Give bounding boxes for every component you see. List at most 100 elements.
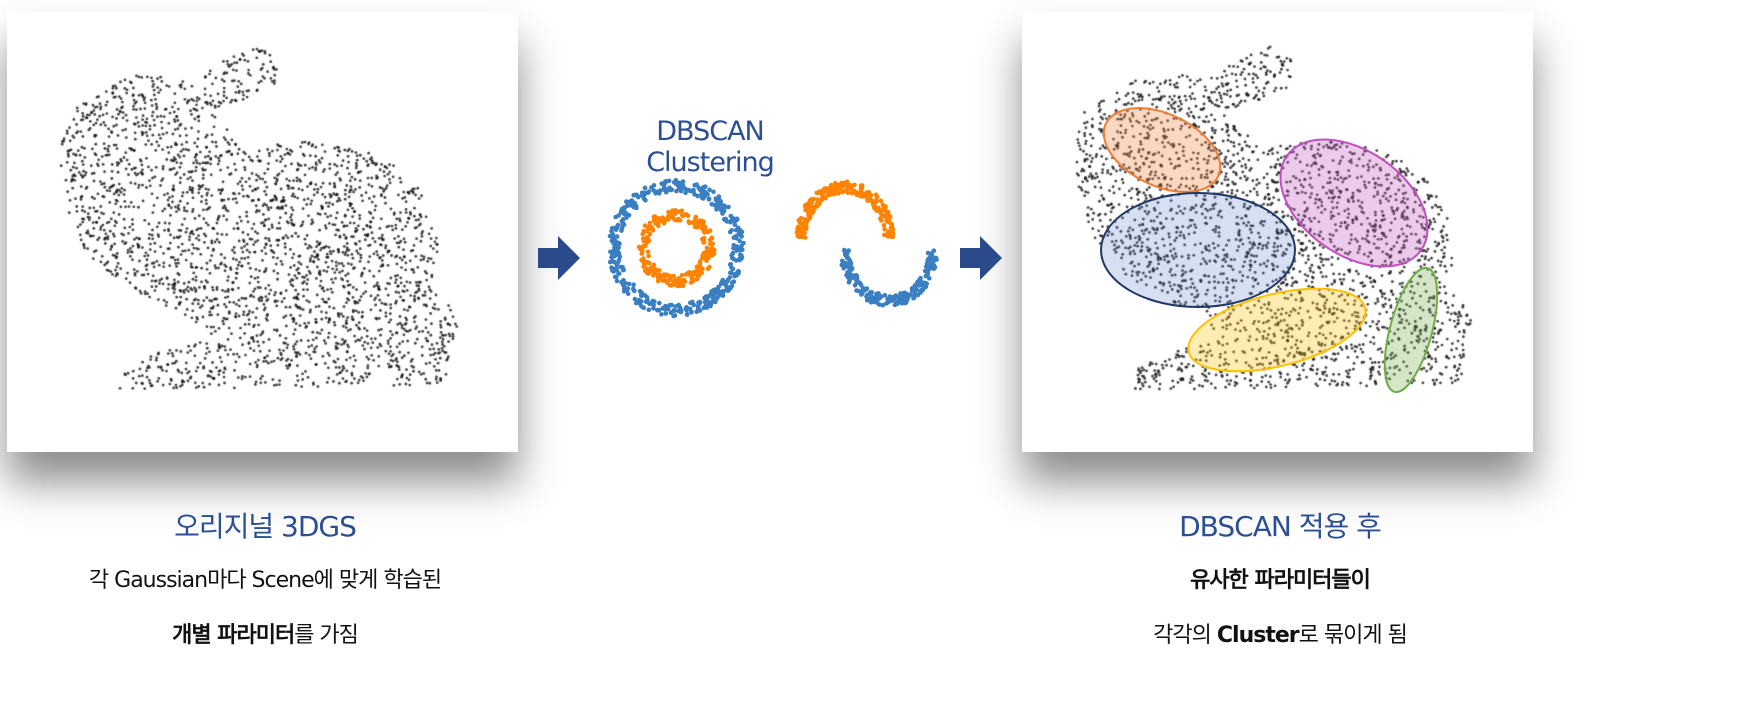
- cluster-point: [846, 248, 851, 253]
- cluster-point: [716, 194, 722, 199]
- cluster-point: [647, 220, 653, 226]
- cluster-point: [689, 310, 694, 315]
- cluster-point: [822, 186, 827, 191]
- cluster-point: [708, 242, 713, 247]
- cluster-point: [862, 191, 867, 197]
- cluster-point: [707, 237, 713, 243]
- cluster-point: [885, 230, 891, 236]
- cluster-point: [734, 244, 740, 249]
- cluster-point: [680, 181, 685, 187]
- cluster-point: [860, 288, 865, 294]
- cluster-point: [699, 222, 704, 228]
- cluster-point: [668, 283, 674, 288]
- cluster-point: [890, 234, 895, 240]
- cluster-point: [887, 216, 892, 222]
- cluster-point: [807, 204, 812, 210]
- cluster-point: [647, 231, 653, 237]
- cluster-point: [931, 262, 937, 268]
- cluster-point: [701, 228, 707, 234]
- cluster-point: [662, 180, 668, 185]
- cluster-point: [887, 294, 892, 299]
- cluster-point: [854, 191, 860, 196]
- cluster-point: [833, 185, 839, 191]
- cluster-point: [616, 271, 622, 276]
- cluster-point: [898, 291, 904, 297]
- cluster-point: [732, 222, 738, 228]
- cluster-point: [613, 214, 618, 220]
- cluster-point: [645, 190, 651, 195]
- cluster-point: [645, 249, 651, 255]
- cluster-point: [697, 187, 703, 192]
- cluster-point: [641, 236, 646, 241]
- cluster-point: [681, 213, 686, 219]
- cluster-point: [619, 206, 625, 212]
- cluster-point: [653, 267, 659, 273]
- cluster-point: [866, 296, 872, 302]
- cluster-point: [728, 262, 734, 267]
- cluster-point: [705, 250, 710, 255]
- cluster-point: [794, 230, 800, 235]
- cluster-point: [678, 188, 684, 194]
- cluster-point: [614, 278, 620, 284]
- cluster-point: [726, 204, 731, 210]
- cluster-point: [841, 266, 846, 271]
- cluster-point: [884, 210, 890, 216]
- cluster-point: [921, 282, 926, 287]
- cluster-point: [840, 183, 846, 189]
- cluster-point: [643, 293, 648, 298]
- cluster-point: [690, 299, 695, 305]
- cluster-point: [726, 287, 732, 293]
- cluster-point: [819, 197, 824, 203]
- cluster-point: [803, 207, 808, 213]
- cluster-point: [800, 234, 806, 240]
- cluster-point: [635, 193, 641, 199]
- cluster-point: [856, 288, 862, 294]
- cluster-point: [854, 276, 860, 282]
- cluster-point: [687, 220, 692, 226]
- cluster-point: [700, 196, 706, 201]
- arrow-right-icon: [538, 236, 580, 280]
- cluster-point: [705, 266, 711, 272]
- cluster-point: [807, 200, 813, 205]
- cluster-point: [626, 281, 632, 287]
- cluster-point: [807, 214, 813, 219]
- cluster-point: [701, 240, 706, 245]
- cluster-point: [692, 272, 698, 277]
- cluster-point: [731, 279, 737, 284]
- cluster-point: [844, 272, 849, 278]
- cluster-point: [847, 258, 853, 264]
- cluster-point: [647, 301, 652, 307]
- cluster-point: [645, 260, 651, 265]
- cluster-point: [683, 190, 688, 195]
- cluster-point: [666, 178, 672, 184]
- cluster-point: [909, 288, 915, 294]
- cluster-point: [705, 229, 710, 235]
- cluster-point: [868, 299, 874, 305]
- dbscan-illustration: [538, 178, 1002, 319]
- cluster-point: [741, 240, 746, 246]
- dbscan-clustering-title: DBSCAN Clustering: [646, 116, 775, 178]
- cluster-point: [674, 188, 679, 194]
- text: 로 묶이게 됨: [1298, 623, 1408, 648]
- cluster-point: [712, 247, 717, 253]
- cluster-point: [695, 193, 700, 199]
- cluster-point: [673, 178, 679, 183]
- cluster-point: [641, 256, 646, 261]
- cluster-point: [657, 188, 663, 193]
- cluster-point: [653, 219, 658, 224]
- cluster-point: [646, 253, 651, 259]
- cluster-point: [671, 273, 676, 279]
- cluster-point: [642, 223, 648, 228]
- cluster-point: [865, 292, 870, 298]
- after-desc-line2: 각각의 Cluster로 묶이게 됨: [1055, 617, 1505, 649]
- cluster-point: [733, 258, 739, 263]
- cluster-point: [817, 189, 822, 194]
- cluster-point: [854, 280, 860, 286]
- cluster-point: [799, 226, 805, 232]
- cluster-point: [645, 269, 651, 274]
- after-desc-line1: 유사한 파라미터들이: [1190, 568, 1371, 593]
- cluster-point: [720, 289, 725, 294]
- cluster-point: [732, 271, 738, 277]
- cluster-point: [714, 203, 719, 209]
- cluster-point: [630, 286, 636, 292]
